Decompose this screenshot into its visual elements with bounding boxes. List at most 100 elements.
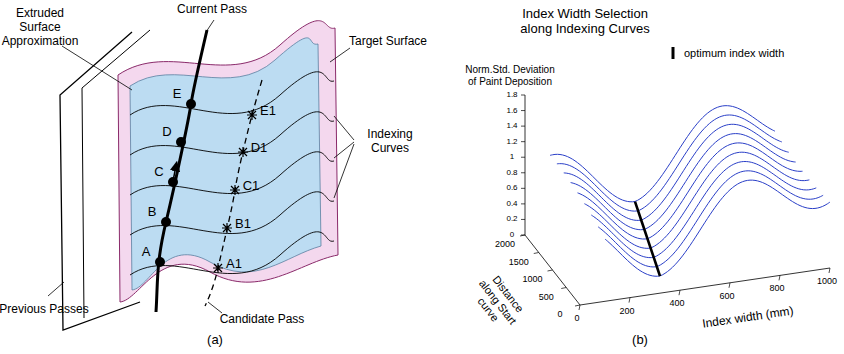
point-label: B [148,205,157,220]
text-label: Current Pass [177,3,247,17]
tick-label: 1.4 [506,122,517,131]
text-label: Extruded Surface Approximation [0,7,80,48]
text-label: Index Width Selection along Indexing Cur… [505,7,665,37]
tick-label: 1000 [522,274,542,284]
text-label: Candidate Pass [220,313,305,327]
text-label: (a) [207,333,223,348]
leader-line [330,48,350,62]
tick-label: 500 [539,291,554,301]
point-label: E [173,87,182,102]
deviation-curve [584,152,809,248]
tick-label: 2000 [495,239,515,249]
indexing-curve [130,112,334,155]
axis-tick [779,275,780,280]
pass-point [186,99,196,109]
axis-tick [521,157,525,158]
deviation-curve [598,171,823,267]
tick-label: 800 [769,283,784,293]
indexing-curve [130,72,334,115]
axis-tick [829,268,830,273]
axis-tick [521,235,525,236]
axis-tick [521,95,525,96]
axis-tick [548,270,553,271]
candidate-point [247,110,257,120]
axis-tick [729,283,730,288]
deviation-curve [578,143,803,239]
axis-tick [579,305,580,310]
leader-line [208,302,222,313]
axis-tick [561,288,566,289]
leader-line [206,20,214,32]
candidate-point [213,263,223,273]
deviation-curve [557,115,782,211]
candidate-point [238,147,248,157]
legend-text: optimum index width [684,47,784,59]
candidate-pass-line [205,80,262,306]
tick-label: 0.6 [506,184,517,193]
tick-label: 0.8 [506,168,517,177]
point-label: B1 [235,217,251,232]
pass-point [168,177,178,187]
axis-tick [575,305,580,306]
tick-label: 1000 [817,276,837,286]
point-label: D1 [251,141,268,156]
pass-point [155,257,165,267]
tick-label: 1.2 [506,137,517,146]
tick-label: 1.8 [506,90,517,99]
plot-axis [525,235,580,305]
axis-tick [629,298,630,303]
tick-label: 1.6 [506,106,517,115]
indexing-curve [130,192,334,235]
point-label: C [154,165,163,180]
text-label: Target Surface [349,35,427,49]
legend-line-sample [668,46,678,60]
point-label: E1 [260,104,276,119]
axis-tick [521,141,525,142]
target-surface [118,21,338,302]
axis-tick [521,219,525,220]
tick-label: 0 [557,309,562,319]
axis-tick [679,290,680,295]
tick-label: 0.2 [506,215,517,224]
tick-label: 0.4 [506,199,517,208]
deviation-curve [571,134,796,230]
leader-line [48,282,64,296]
text-label: Norm.Std. Deviation of Paint Deposition [460,64,560,87]
point-label: D [162,125,171,140]
deviation-curve [550,106,775,202]
point-label: A [142,245,151,260]
indexing-curve [130,152,334,195]
text-label: (b) [632,333,648,348]
deviation-curve [605,180,830,276]
pass-point [161,217,171,227]
axis-tick [521,126,525,127]
leader-line [334,116,354,198]
point-label: A1 [226,257,242,272]
leader-line [62,46,132,90]
text-label: Index width (mm) [701,304,794,331]
tick-label: 200 [619,305,634,315]
axis-tick [520,235,525,236]
point-label: C1 [243,179,260,194]
plot-axis [580,268,830,305]
text-label: Indexing Curves [355,128,425,156]
chart-plot [520,95,830,310]
text-label: Previous Passes [0,303,89,317]
tick-label: 0 [574,313,579,323]
axis-tick [534,253,539,254]
pass-point [176,137,186,147]
tick-label: 1 [510,153,514,162]
candidate-point [230,185,240,195]
axis-tick [521,188,525,189]
tick-label: 0 [510,230,514,239]
candidate-point [222,223,232,233]
tick-label: 600 [719,291,734,301]
optimum-line [635,202,660,276]
axis-tick [521,172,525,173]
tick-label: 400 [669,298,684,308]
plot-axis [525,95,526,235]
tick-label: 1500 [509,256,529,266]
legend-line [672,47,675,59]
legend-entry: optimum index width [668,46,784,60]
